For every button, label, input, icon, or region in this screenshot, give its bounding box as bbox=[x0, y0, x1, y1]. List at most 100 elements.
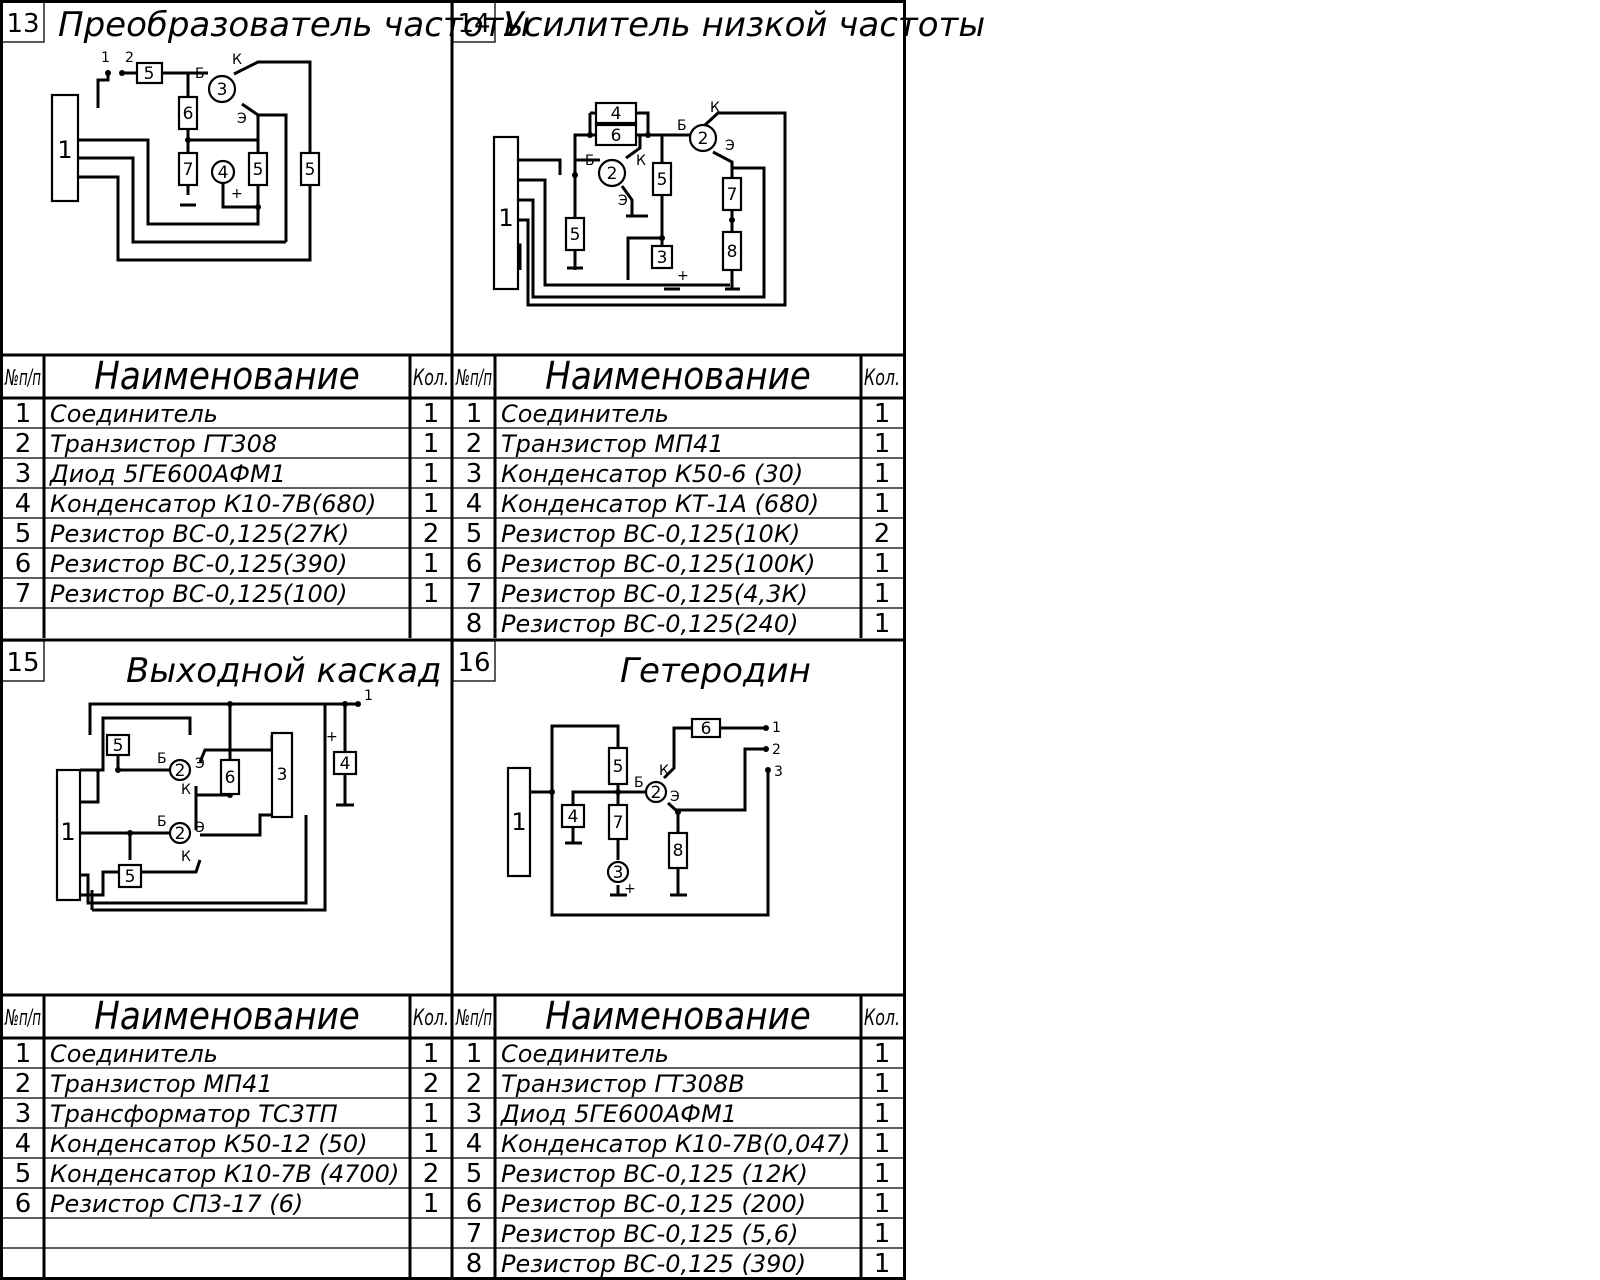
row-name: Соединитель bbox=[50, 1040, 218, 1068]
row-quantity: 1 bbox=[423, 1189, 440, 1219]
resistor-5b-label: 5 bbox=[305, 160, 316, 180]
row-number: 8 bbox=[466, 609, 483, 639]
section-15-title: Выходной каскад bbox=[126, 651, 441, 691]
transistor-2-top bbox=[168, 758, 192, 782]
capacitor-3 bbox=[650, 244, 674, 270]
connector-1-label: 1 bbox=[60, 818, 75, 846]
transistor-2a-base: Б bbox=[585, 153, 595, 169]
wire-label-2: 2 bbox=[125, 50, 134, 66]
transistor-2-emitter: Э bbox=[670, 789, 680, 805]
transistor-2-label: 2 bbox=[651, 783, 662, 803]
row-quantity: 1 bbox=[874, 1069, 891, 1099]
transistor-2a-label: 2 bbox=[175, 761, 186, 781]
row-name: Резистор ВС-0,125 (390) bbox=[501, 1250, 806, 1278]
resistor-7 bbox=[721, 176, 743, 212]
transistor-2-collector: К bbox=[659, 763, 669, 779]
transistor-2-base: Б bbox=[634, 775, 644, 791]
row-quantity: 1 bbox=[423, 459, 440, 489]
transistor-2b-base: Б bbox=[677, 118, 687, 134]
row-name: Транзистор МП41 bbox=[501, 430, 724, 458]
table-row: 1 Соединитель 1 bbox=[466, 1039, 891, 1069]
diode-3-label: 4 bbox=[218, 163, 229, 183]
capacitor-4-label: 4 bbox=[611, 104, 622, 124]
row-name: Конденсатор К50-6 (30) bbox=[501, 460, 803, 488]
transistor-2b-emitter: Э bbox=[195, 820, 205, 836]
wire-label-1: 1 bbox=[101, 50, 110, 66]
row-quantity: 1 bbox=[423, 579, 440, 609]
connector-1 bbox=[492, 135, 520, 291]
row-number: 6 bbox=[15, 549, 32, 579]
diode-3-plus: + bbox=[624, 881, 636, 897]
transistor-2-first bbox=[597, 158, 627, 188]
capacitor-5b-label: 5 bbox=[125, 867, 136, 887]
transistor-2a-collector: К bbox=[181, 782, 191, 798]
row-number: 1 bbox=[466, 1039, 483, 1069]
row-number: 3 bbox=[466, 1099, 483, 1129]
row-name: Резистор ВС-0,125(100К) bbox=[501, 550, 815, 578]
transistor-2-second bbox=[688, 123, 718, 153]
row-number: 2 bbox=[15, 429, 32, 459]
capacitor-4-label: 4 bbox=[340, 754, 351, 774]
resistor-6-label: 6 bbox=[225, 768, 236, 788]
row-quantity: 2 bbox=[423, 1159, 440, 1189]
header-quantity: Кол. bbox=[413, 1006, 449, 1031]
section-13-title: Преобразователь частоты bbox=[58, 5, 530, 45]
row-number: 5 bbox=[466, 519, 483, 549]
row-name: Конденсатор К10-7В(0,047) bbox=[501, 1130, 850, 1158]
capacitor-4 bbox=[594, 101, 638, 125]
header-name: Наименование bbox=[545, 994, 811, 1038]
row-name: Резистор ВС-0,125 (5,6) bbox=[501, 1220, 798, 1248]
row-name: Диод 5ГЕ600АФМ1 bbox=[500, 1100, 737, 1128]
resistor-8 bbox=[667, 831, 689, 870]
transistor-2a-label: 2 bbox=[607, 164, 618, 184]
resistor-5-label: 5 bbox=[613, 757, 624, 777]
resistor-5 bbox=[607, 746, 629, 786]
row-name: Резистор СП3-17 (6) bbox=[50, 1190, 303, 1218]
capacitor-5a-label: 5 bbox=[113, 736, 124, 756]
row-quantity: 1 bbox=[874, 1039, 891, 1069]
resistor-5-base bbox=[564, 216, 586, 252]
terminal-3-label: 3 bbox=[774, 764, 783, 780]
row-number: 6 bbox=[15, 1189, 32, 1219]
capacitor-4-label: 4 bbox=[568, 807, 579, 827]
row-quantity: 1 bbox=[423, 1129, 440, 1159]
row-name: Транзистор МП41 bbox=[50, 1070, 273, 1098]
transistor-2a-collector: К bbox=[636, 153, 646, 169]
resistor-7 bbox=[177, 151, 199, 187]
transistor-2a-base: Б bbox=[157, 751, 167, 767]
transistor-2-collector: К bbox=[232, 52, 242, 68]
transistor-2-bottom bbox=[168, 821, 192, 845]
row-number: 6 bbox=[466, 549, 483, 579]
header-quantity: Кол. bbox=[864, 1006, 900, 1031]
row-number: 2 bbox=[466, 429, 483, 459]
resistor-6-label: 6 bbox=[701, 719, 712, 739]
row-name: Соединитель bbox=[501, 1040, 669, 1068]
row-name: Резистор ВС-0,125(390) bbox=[50, 550, 347, 578]
capacitor-4-label: 5 bbox=[144, 64, 155, 84]
diode-3 bbox=[210, 159, 236, 185]
diagram-15-output-stage: 1 5 5 6 3 4 + 1 2 Б Э К 2 Б Э К bbox=[55, 688, 373, 912]
transformer-3-label: 3 bbox=[277, 765, 288, 785]
connector-1 bbox=[506, 766, 532, 878]
resistor-5-right bbox=[299, 151, 321, 187]
row-name: Резистор ВС-0,125(27К) bbox=[50, 520, 349, 548]
resistor-6 bbox=[219, 758, 241, 796]
transistor-2b-collector: К bbox=[710, 100, 720, 116]
resistor-5a-label: 5 bbox=[253, 160, 264, 180]
row-name: Резистор ВС-0,125(10К) bbox=[501, 520, 800, 548]
